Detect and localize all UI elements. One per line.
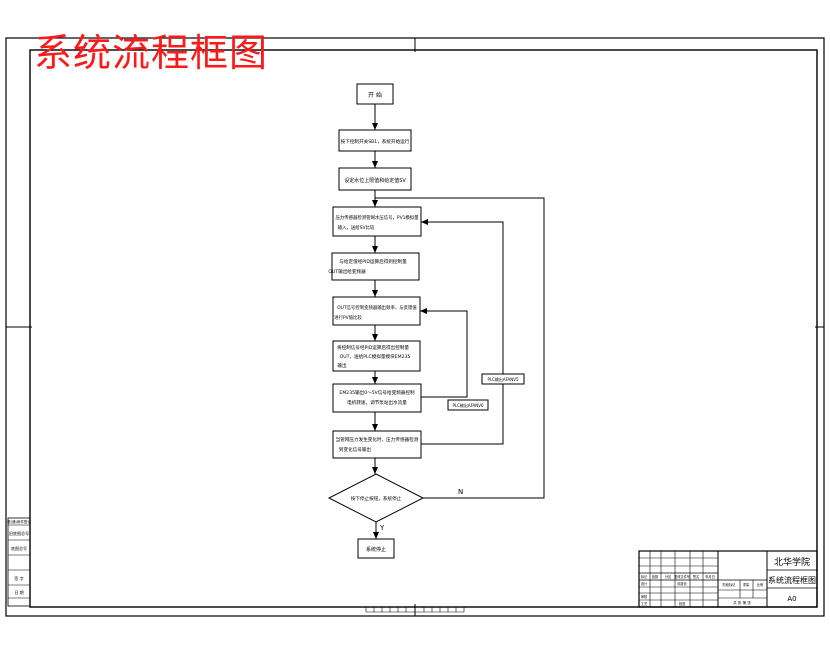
flow-text-step4-line1: 与给定值经PID运算后得到控制量 [339,258,407,265]
bottom-ruler [365,607,465,613]
flow-text-step4-line2: OUT输出给变频器 [328,268,366,275]
tb-scale-label: 比例 [757,582,763,587]
flow-box-step3 [332,206,422,237]
flow-text-step5-line2: 进行PV值比较 [334,314,362,321]
left-strip-label: 签 字 [14,575,23,581]
flow-text-step5-line1: OUT信号控制变频器输出频率，与反馈值 [337,304,417,311]
flow-text-step3-line1: 压力传感器检测管网水压信号，PV1模拟量 [335,214,419,221]
loop-label-a: PLC输出AFANV6 [452,402,484,408]
flowchart-text: 开 始 按下控制开关SB1，系统开始运行 设定水位上限值和给定值SV 压力传感器… [328,91,519,553]
flow-text-step6-line1: 将控制信号经PID运算后得出控制量 [337,344,409,351]
flow-text-step6-line2: OUT，送给PLC模拟量模块EM235 [340,353,411,360]
flow-label-n: N [458,488,463,496]
loop-label-b: PLC输出AFANV5 [487,376,519,382]
flow-box-step8 [332,430,422,459]
tb-role-label: 设计 [641,581,648,586]
centering-marks [6,38,825,616]
tb-weight-label: 重量 [743,582,750,587]
loop-label-a-box [447,399,489,411]
drawing-title: 系统流程框图 [34,31,269,75]
left-strip: 借(通)用件登记 旧底图总号 底图总号 签 字 日 期 [7,517,31,607]
tb-stage-label: 阶段标记 [723,582,737,587]
flow-text-step3-line2: 输入，送给SV比较 [338,224,375,231]
sheet-outer-border [5,37,825,617]
left-strip-label: 借(通)用件登记 [7,519,31,524]
flowchart [327,83,545,559]
left-strip-label: 旧底图总号 [9,530,29,536]
tb-header-label: 处数 [652,574,659,579]
tb-role-label: 标准化 [677,581,687,586]
title-block [638,550,818,608]
flow-text-decision: 按下停止按钮，系统停止 [351,495,402,502]
tb-header-label: 更改文件号 [674,574,690,579]
title-block-text: 北华学院 系统流程框图 A0 标记 处数 分区 更改文件号 签名 年月日 设计 … [641,556,816,606]
drawing-frame [29,49,818,608]
flow-text-step8-line1: 当管网压力发生变化时，压力传感器检测 [336,436,419,443]
title-block-drawing-name: 系统流程框图 [768,575,816,585]
tb-header-label: 年月日 [705,574,715,579]
flow-text-step2: 设定水位上限值和给定值SV [344,177,406,184]
tb-sheet-info: 共 张 第 张 [733,600,751,605]
tb-role-label: 批准 [679,601,686,606]
flow-text-start: 开 始 [368,91,382,99]
tb-header-label: 标记 [641,574,648,579]
flow-box-step6 [332,340,421,372]
flow-text-step6-line3: 输出 [337,362,347,369]
flow-text-step7-line2: 电机转速，调节泵站出水流量 [347,399,407,406]
title-block-paper-size: A0 [787,595,796,603]
flow-text-step7-line1: EM235输出0～5V信号给变频器控制 [339,389,415,396]
tb-role-label: 工艺 [641,601,647,606]
flow-text-end: 系统停止 [366,546,386,553]
left-strip-label: 底图总号 [11,545,27,551]
tb-header-label: 分区 [665,574,672,579]
tb-role-label: 审核 [641,594,648,599]
flow-box-step4 [331,252,420,281]
title-block-school: 北华学院 [774,556,810,568]
tb-header-label: 签名 [693,574,699,579]
flow-box-step7 [332,383,422,413]
flow-label-y: Y [379,524,385,532]
flow-text-step8-line2: 到变化信号输出 [339,446,372,453]
left-strip-label: 日 期 [14,589,23,595]
flow-text-step1: 按下控制开关SB1，系统开始运行 [341,138,410,145]
loop-label-b-box [481,373,525,385]
